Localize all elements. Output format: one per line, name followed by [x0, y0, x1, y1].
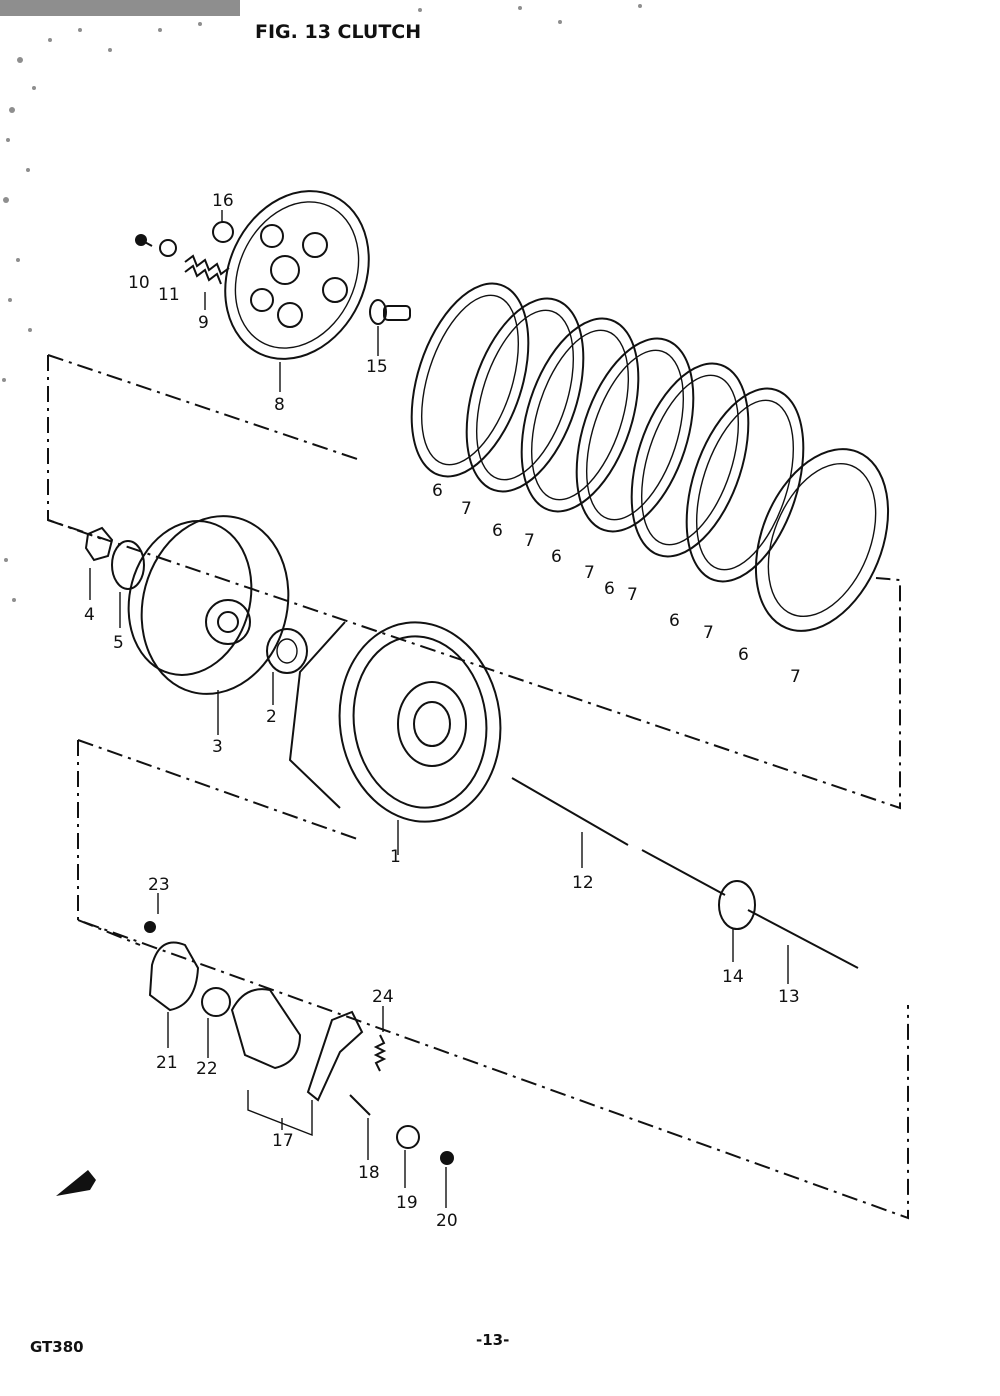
callout-7e: 7 — [703, 623, 714, 643]
callout-8: 8 — [274, 395, 285, 415]
release-cover — [148, 941, 200, 1012]
bracket-17 — [247, 1090, 313, 1137]
clutch-pusher — [369, 299, 411, 325]
upper-box-top-edge — [47, 354, 361, 461]
callout-17: 17 — [272, 1131, 294, 1151]
scan-noise — [0, 0, 642, 602]
push-rod-left-rear — [747, 909, 859, 969]
lever-pin — [349, 1094, 371, 1116]
clutch-screw — [135, 234, 153, 247]
front-direction-arrow-icon — [56, 1170, 96, 1196]
callout-24: 24 — [372, 987, 394, 1007]
callout-1: 1 — [390, 847, 401, 867]
callout-6e: 6 — [669, 611, 680, 631]
cover-screw — [144, 921, 156, 933]
callout-22: 22 — [196, 1059, 218, 1079]
callout-6a: 6 — [432, 481, 443, 501]
thrust-washer — [266, 628, 308, 674]
callout-20: 20 — [436, 1211, 458, 1231]
footer-page-number: -13- — [476, 1331, 509, 1349]
spring-cap — [212, 221, 235, 243]
return-spring — [373, 1034, 387, 1072]
callout-10: 10 — [128, 273, 150, 293]
pressure-plate — [224, 190, 370, 360]
callout-11: 11 — [158, 285, 180, 305]
callout-6f: 6 — [738, 645, 749, 665]
callout-6b: 6 — [492, 521, 503, 541]
lower-box-top-edge — [77, 739, 361, 841]
lock-washer — [111, 540, 145, 590]
callout-12: 12 — [572, 873, 594, 893]
leader-lines — [89, 210, 789, 1208]
release-lever — [306, 1010, 364, 1102]
callout-6c: 6 — [551, 547, 562, 567]
pin-washer — [396, 1125, 420, 1149]
callout-7c: 7 — [584, 563, 595, 583]
push-rod-right — [511, 777, 629, 846]
callout-7b: 7 — [524, 531, 535, 551]
callout-21: 21 — [156, 1053, 178, 1073]
callout-23: 23 — [148, 875, 170, 895]
clutch-spring — [184, 254, 230, 285]
clutch-sleeve-hub — [127, 515, 290, 695]
callout-19: 19 — [396, 1193, 418, 1213]
lower-box-left-stub — [77, 919, 141, 946]
callout-2: 2 — [266, 707, 277, 727]
cover-gasket — [201, 987, 231, 1017]
oil-seal — [718, 880, 756, 930]
callout-labels: 1 2 3 4 5 6 6 6 6 6 6 7 7 7 7 7 7 7 8 9 … — [84, 191, 801, 1231]
callout-7d: 7 — [627, 585, 638, 605]
lower-reference-box — [77, 740, 909, 1220]
push-rod-left-front — [641, 849, 726, 896]
release-body — [230, 988, 302, 1070]
callout-6d: 6 — [604, 579, 615, 599]
primary-driven-gear-housing — [288, 621, 502, 823]
footer-model: GT380 — [30, 1338, 84, 1356]
upper-reference-box — [47, 355, 901, 810]
figure-title: FIG. 13 CLUTCH — [255, 21, 421, 43]
callout-7a: 7 — [461, 499, 472, 519]
callout-18: 18 — [358, 1163, 380, 1183]
callout-16: 16 — [212, 191, 234, 211]
callout-14: 14 — [722, 967, 744, 987]
callout-13: 13 — [778, 987, 800, 1007]
lever-nut — [440, 1151, 454, 1165]
hub-nut — [84, 526, 114, 562]
callout-4: 4 — [84, 605, 95, 625]
callout-3: 3 — [212, 737, 223, 757]
screw-washer — [159, 239, 177, 257]
callout-9: 9 — [198, 313, 209, 333]
callout-15: 15 — [366, 357, 388, 377]
callout-5: 5 — [113, 633, 124, 653]
upper-box-left-stub — [47, 519, 106, 541]
callout-7f: 7 — [790, 667, 801, 687]
friction-and-drive-plate-stack — [410, 282, 890, 632]
